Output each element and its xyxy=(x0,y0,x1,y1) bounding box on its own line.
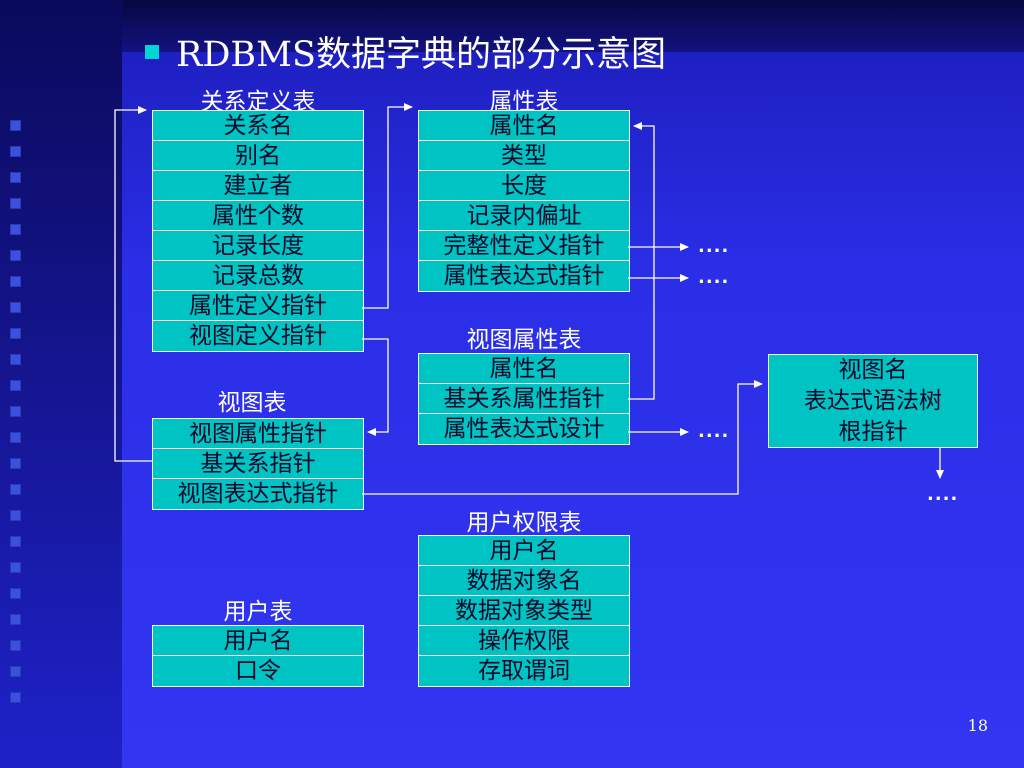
view-field: 视图表达式指针 xyxy=(153,479,363,509)
view-name-box: 视图名 表达式语法树 根指针 xyxy=(768,354,978,448)
relation-field: 关系名 xyxy=(153,111,363,141)
decor-square xyxy=(10,172,21,183)
attribute-field: 长度 xyxy=(419,171,629,201)
user-table-title: 用户表 xyxy=(223,599,293,625)
continuation-dots: .... xyxy=(698,236,730,257)
view-name-line: 视图名 xyxy=(838,357,908,383)
decor-square xyxy=(10,588,21,599)
decor-square xyxy=(10,380,21,391)
decor-square xyxy=(10,328,21,339)
view-attribute-field: 属性名 xyxy=(419,354,629,384)
attribute-field: 类型 xyxy=(419,141,629,171)
continuation-dots: .... xyxy=(698,421,730,442)
decor-square xyxy=(10,198,21,209)
user-privilege-field: 操作权限 xyxy=(419,626,629,656)
attribute-def-pointer-arrow xyxy=(362,103,413,309)
view-attribute-field: 属性表达式设计 xyxy=(419,414,629,444)
decor-square xyxy=(10,120,21,131)
view-attribute-field: 基关系属性指针 xyxy=(419,384,629,414)
decor-square xyxy=(10,692,21,703)
attribute-table: 属性名 类型 长度 记录内偏址 完整性定义指针 属性表达式指针 xyxy=(418,110,630,292)
attribute-field: 完整性定义指针 xyxy=(419,231,629,261)
continuation-dots: .... xyxy=(927,484,959,505)
base-attr-pointer-arrow xyxy=(628,122,655,400)
user-privilege-field: 数据对象类型 xyxy=(419,596,629,626)
relation-field: 别名 xyxy=(153,141,363,171)
view-name-line: 根指针 xyxy=(838,419,908,445)
decor-square xyxy=(10,276,21,287)
view-expr-pointer-arrow xyxy=(362,380,763,495)
decor-square xyxy=(10,536,21,547)
decor-square xyxy=(10,484,21,495)
decor-square xyxy=(10,562,21,573)
relation-field: 属性定义指针 xyxy=(153,291,363,321)
decor-square xyxy=(10,510,21,521)
page-number: 18 xyxy=(967,716,988,735)
view-table-title: 视图表 xyxy=(217,390,287,416)
decor-square xyxy=(10,666,21,677)
user-table: 用户名 口令 xyxy=(152,625,364,687)
base-relation-pointer-arrow xyxy=(114,106,152,462)
decor-square xyxy=(10,354,21,365)
user-field: 口令 xyxy=(153,656,363,686)
continuation-dots: .... xyxy=(698,267,730,288)
view-def-pointer-arrow xyxy=(362,338,389,436)
decor-square xyxy=(10,640,21,651)
user-privilege-field: 用户名 xyxy=(419,536,629,566)
relation-field: 记录总数 xyxy=(153,261,363,291)
decor-square xyxy=(10,432,21,443)
relation-field: 属性个数 xyxy=(153,201,363,231)
relation-table: 关系名 别名 建立者 属性个数 记录长度 记录总数 属性定义指针 视图定义指针 xyxy=(152,110,364,352)
attribute-field: 属性表达式指针 xyxy=(419,261,629,291)
view-attribute-table-title: 视图属性表 xyxy=(466,327,582,353)
decor-square xyxy=(10,146,21,157)
user-privilege-table: 用户名 数据对象名 数据对象类型 操作权限 存取谓词 xyxy=(418,535,630,687)
decor-square xyxy=(10,406,21,417)
attribute-field: 属性名 xyxy=(419,111,629,141)
relation-field: 建立者 xyxy=(153,171,363,201)
decor-square xyxy=(10,224,21,235)
slide-title: RDBMS数据字典的部分示意图 xyxy=(176,35,666,75)
decor-square xyxy=(10,614,21,625)
attribute-field: 记录内偏址 xyxy=(419,201,629,231)
user-field: 用户名 xyxy=(153,626,363,656)
title-bullet-icon xyxy=(145,45,159,59)
decor-square xyxy=(10,302,21,313)
top-decor-band xyxy=(122,0,1024,52)
view-name-line: 表达式语法树 xyxy=(804,388,942,414)
relation-field: 记录长度 xyxy=(153,231,363,261)
decor-square xyxy=(10,250,21,261)
view-field: 基关系指针 xyxy=(153,449,363,479)
user-privilege-field: 数据对象名 xyxy=(419,566,629,596)
view-field: 视图属性指针 xyxy=(153,419,363,449)
user-privilege-table-title: 用户权限表 xyxy=(466,510,582,536)
view-attribute-table: 属性名 基关系属性指针 属性表达式设计 xyxy=(418,353,630,445)
view-table: 视图属性指针 基关系指针 视图表达式指针 xyxy=(152,418,364,510)
decor-square xyxy=(10,458,21,469)
user-privilege-field: 存取谓词 xyxy=(419,656,629,686)
relation-field: 视图定义指针 xyxy=(153,321,363,351)
